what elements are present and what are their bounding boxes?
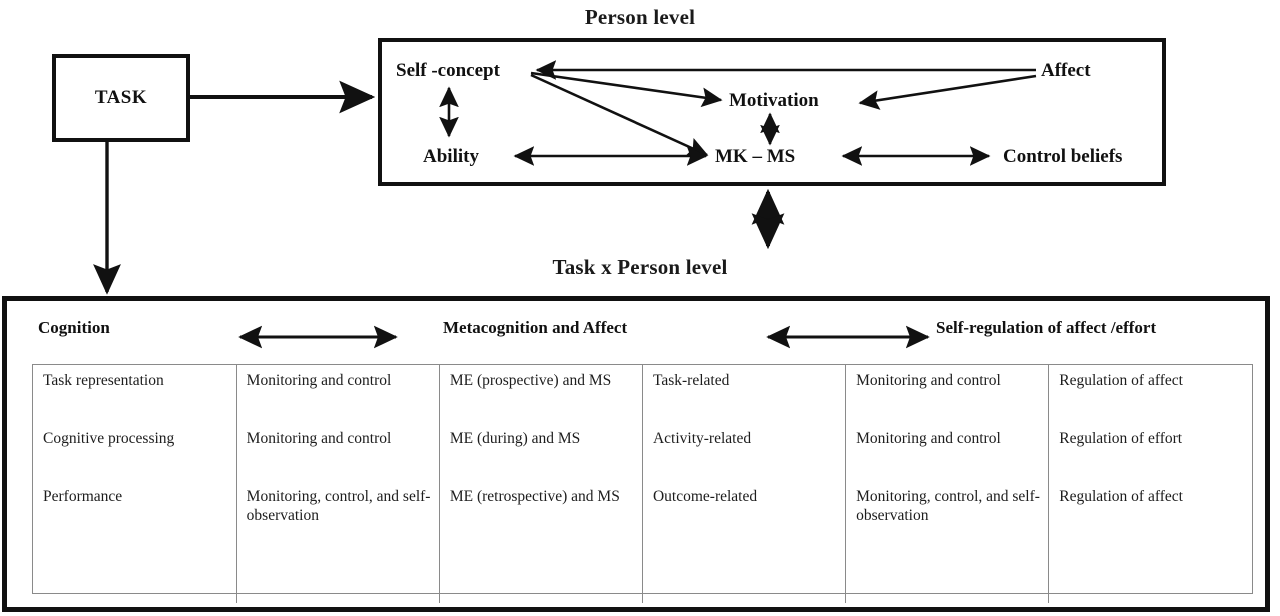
table-row: Cognitive processing Monitoring and cont… bbox=[33, 423, 1252, 481]
table-cell: Performance bbox=[43, 488, 123, 505]
column-header-metacognition-and-affect: Metacognition and Affect bbox=[443, 318, 628, 337]
table-cell: ME (during) and MS bbox=[438, 423, 643, 481]
table-cell: Cognitive processing bbox=[43, 430, 175, 447]
table-row: Performance Monitoring, control, and sel… bbox=[33, 481, 1252, 559]
table-cell: Monitoring, control, and self-observatio… bbox=[235, 481, 440, 559]
table-cell: Monitoring, control, and self-observatio… bbox=[845, 481, 1049, 559]
node-motivation: Motivation bbox=[729, 90, 819, 111]
table-cell: Regulation of effort bbox=[1048, 423, 1252, 481]
table-cell: ME (retrospective) and MS bbox=[438, 481, 643, 559]
table-cell: Task representation bbox=[43, 372, 164, 389]
table-cell: Outcome-related bbox=[641, 481, 846, 559]
table-cell bbox=[641, 559, 846, 603]
table-cell: Activity-related bbox=[641, 423, 846, 481]
person-level-title: Person level bbox=[584, 5, 696, 29]
task-x-person-level-title: Task x Person level bbox=[552, 255, 728, 279]
table-row-spacer bbox=[33, 559, 1252, 603]
person-level-box bbox=[378, 38, 1166, 186]
task-x-person-table: Task representation Monitoring and contr… bbox=[32, 364, 1253, 603]
table-cell bbox=[1048, 559, 1252, 603]
task-box: TASK bbox=[52, 54, 190, 142]
table-cell: Regulation of affect bbox=[1048, 365, 1252, 423]
task-box-label: TASK bbox=[94, 87, 148, 108]
table-cell: Monitoring and control bbox=[235, 365, 440, 423]
table-cell: Task-related bbox=[641, 365, 846, 423]
node-self-concept: Self -concept bbox=[396, 60, 500, 81]
column-header-cognition: Cognition bbox=[38, 318, 110, 337]
table-cell bbox=[438, 559, 643, 603]
table-cell: Monitoring and control bbox=[845, 423, 1049, 481]
table-cell bbox=[33, 559, 236, 603]
node-mk-ms: MK – MS bbox=[715, 146, 796, 167]
node-control-beliefs: Control beliefs bbox=[1003, 146, 1123, 167]
table-cell: Monitoring and control bbox=[845, 365, 1049, 423]
table-row: Task representation Monitoring and contr… bbox=[33, 365, 1252, 423]
table-cell bbox=[845, 559, 1049, 603]
node-affect: Affect bbox=[1041, 60, 1091, 81]
table-cell: ME (prospective) and MS bbox=[438, 365, 643, 423]
column-header-self-regulation: Self-regulation of affect /effort bbox=[936, 318, 1157, 337]
table-cell: Monitoring and control bbox=[235, 423, 440, 481]
node-ability: Ability bbox=[423, 146, 479, 167]
table-cell bbox=[235, 559, 440, 603]
table-cell: Regulation of affect bbox=[1048, 481, 1252, 559]
